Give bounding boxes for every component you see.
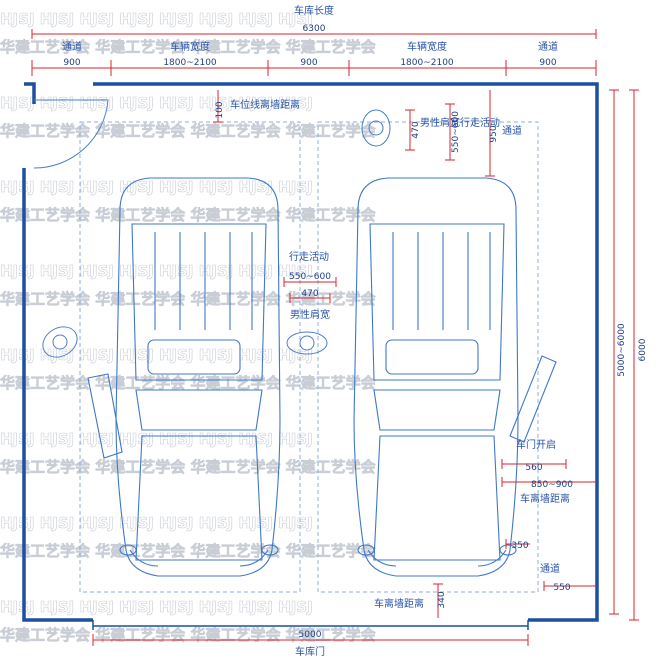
car-left-open-door bbox=[87, 373, 123, 459]
parking-slot-left bbox=[79, 121, 301, 593]
watermark-latin: HJSJ HJSJ HJSJ HJSJ HJSJ HJSJ HJSJ HJSJ bbox=[0, 10, 313, 28]
gap-350-value: 350 bbox=[511, 541, 528, 551]
car-wall-distance-bottom-label: 车离墙距离 bbox=[374, 597, 424, 610]
person-middle-head bbox=[299, 335, 315, 351]
slot-wall-distance-label: 车位线离墙距离 bbox=[230, 98, 300, 111]
dimension-door-open: 车门开启 560 850~900 车离墙距离 bbox=[501, 438, 596, 505]
car-width-left-value: 1800~2100 bbox=[163, 58, 217, 68]
car-left-roof bbox=[131, 223, 267, 381]
car-left-wheel bbox=[261, 544, 279, 556]
watermark-chinese: 华建工艺学会 华建工艺学会 华建工艺学会 华建工艺学会 bbox=[0, 542, 376, 560]
watermark-chinese: 华建工艺学会 华建工艺学会 华建工艺学会 华建工艺学会 bbox=[0, 38, 376, 56]
male-shoulder-mid-label: 男性肩宽 bbox=[290, 308, 330, 321]
watermark-chinese: 华建工艺学会 华建工艺学会 华建工艺学会 华建工艺学会 bbox=[0, 122, 376, 140]
depth-total-value: 6000 bbox=[638, 338, 648, 361]
watermark-chinese: 华建工艺学会 华建工艺学会 华建工艺学会 华建工艺学会 bbox=[0, 374, 376, 392]
depth-range-value: 5000~6000 bbox=[617, 323, 627, 377]
person-top-shoulders bbox=[361, 109, 391, 147]
car-right-open-door bbox=[509, 355, 557, 443]
shoulder-mid-value: 470 bbox=[301, 289, 318, 299]
garage-wall-top-right bbox=[93, 82, 599, 622]
dimension-door-width: 5000 车库门 bbox=[92, 630, 529, 658]
dimension-chain-width: 通道 车辆宽度 车辆宽度 通道 900 1800~2100 900 1800~2… bbox=[31, 40, 597, 76]
side-door-swing bbox=[33, 99, 109, 169]
car-left-sunroof bbox=[147, 339, 241, 375]
dimension-person-top: 470 男性肩宽 550~600 行走活动 950 通道 bbox=[405, 90, 522, 177]
dimension-lower-right: 350 通道 550 bbox=[505, 539, 596, 593]
dimension-depth: 5000~6000 6000 bbox=[609, 89, 648, 621]
aisle-550-value: 550 bbox=[553, 583, 570, 593]
door-open-label: 车门开启 bbox=[516, 438, 556, 451]
aisle-left-value: 900 bbox=[63, 58, 80, 68]
car-right-body bbox=[353, 177, 519, 577]
center-aisle-value: 900 bbox=[300, 58, 317, 68]
watermark-latin: HJSJ HJSJ HJSJ HJSJ HJSJ HJSJ HJSJ HJSJ bbox=[0, 94, 313, 112]
garage-wall-left bbox=[22, 168, 93, 622]
watermark-layer: HJSJ HJSJ HJSJ HJSJ HJSJ HJSJ HJSJ HJSJ … bbox=[0, 10, 376, 645]
person-top bbox=[361, 109, 391, 147]
car-right-headlight bbox=[477, 549, 507, 567]
garage-door-label: 车库门 bbox=[295, 645, 325, 658]
car-left-headlight bbox=[239, 549, 269, 567]
dimension-person-middle: 行走活动 550~600 470 男性肩宽 bbox=[283, 250, 337, 321]
aisle-side-label: 通道 bbox=[502, 124, 522, 137]
watermark-latin: HJSJ HJSJ HJSJ HJSJ HJSJ HJSJ HJSJ HJSJ bbox=[0, 346, 313, 364]
dimension-slot-offset: 100 车位线离墙距离 bbox=[213, 90, 300, 123]
door-width-value: 5000 bbox=[299, 630, 322, 640]
person-middle bbox=[286, 331, 328, 355]
car-width-right-value: 1800~2100 bbox=[400, 58, 454, 68]
depth-950-value: 950 bbox=[489, 125, 499, 142]
person-left-shoulders bbox=[42, 326, 78, 358]
dimension-bottom-gap: 340 车离墙距离 bbox=[374, 583, 447, 618]
dimension-total-width: 车库长度 6300 bbox=[31, 4, 597, 39]
aisle-right-label: 通道 bbox=[538, 40, 558, 53]
watermark-chinese: 华建工艺学会 华建工艺学会 华建工艺学会 华建工艺学会 bbox=[0, 290, 376, 308]
car-left-windshield bbox=[135, 389, 263, 431]
car-right-hood bbox=[373, 435, 501, 561]
car-right-wheel bbox=[499, 544, 517, 556]
car-left-body bbox=[115, 177, 281, 577]
car-wall-right-value: 850~900 bbox=[531, 480, 573, 490]
total-width-value: 6300 bbox=[303, 24, 326, 34]
walk-mid-value: 550~600 bbox=[289, 272, 331, 282]
walk-top-value: 550~600 bbox=[451, 111, 461, 153]
person-middle-shoulders bbox=[286, 331, 328, 355]
car-wall-distance-right-label: 车离墙距离 bbox=[520, 492, 570, 505]
aisle-right-value: 900 bbox=[539, 58, 556, 68]
slot-offset-value: 100 bbox=[215, 101, 225, 118]
parking-slot-right bbox=[317, 121, 539, 593]
watermark-chinese: 华建工艺学会 华建工艺学会 华建工艺学会 华建工艺学会 bbox=[0, 206, 376, 224]
door-open-value: 560 bbox=[525, 463, 542, 473]
person-left bbox=[42, 326, 78, 358]
person-left-head bbox=[52, 334, 68, 350]
shoulder-top-value: 470 bbox=[411, 121, 421, 138]
watermark-chinese: 华建工艺学会 华建工艺学会 华建工艺学会 华建工艺学会 bbox=[0, 458, 376, 476]
car-right-wheel bbox=[357, 544, 375, 556]
garage-wall-corner bbox=[24, 82, 36, 104]
aisle-bottom-right-label: 通道 bbox=[540, 562, 560, 575]
car-width-left-label: 车辆宽度 bbox=[170, 40, 210, 53]
watermark-latin: HJSJ HJSJ HJSJ HJSJ HJSJ HJSJ HJSJ HJSJ bbox=[0, 178, 313, 196]
watermark-latin: HJSJ HJSJ HJSJ HJSJ HJSJ HJSJ HJSJ HJSJ bbox=[0, 514, 313, 532]
car-right-roof bbox=[369, 223, 505, 381]
car-right-headlight bbox=[367, 549, 397, 567]
car-right-windshield bbox=[373, 389, 501, 431]
car-right bbox=[353, 177, 557, 577]
car-left-headlight bbox=[129, 549, 159, 567]
person-top-head bbox=[368, 120, 384, 136]
car-right-sunroof bbox=[385, 339, 479, 375]
car-left bbox=[87, 177, 281, 577]
watermark-latin: HJSJ HJSJ HJSJ HJSJ HJSJ HJSJ HJSJ HJSJ bbox=[0, 262, 313, 280]
walk-activity-mid-label: 行走活动 bbox=[289, 250, 329, 263]
car-width-right-label: 车辆宽度 bbox=[407, 40, 447, 53]
watermark-latin: HJSJ HJSJ HJSJ HJSJ HJSJ HJSJ HJSJ HJSJ bbox=[0, 430, 313, 448]
car-left-wheel bbox=[119, 544, 137, 556]
car-left-hood bbox=[135, 435, 263, 561]
aisle-left-label: 通道 bbox=[62, 40, 82, 53]
garage-length-label: 车库长度 bbox=[294, 4, 334, 17]
watermark-latin: HJSJ HJSJ HJSJ HJSJ HJSJ HJSJ HJSJ HJSJ bbox=[0, 598, 313, 616]
gap-340-value: 340 bbox=[437, 591, 447, 608]
